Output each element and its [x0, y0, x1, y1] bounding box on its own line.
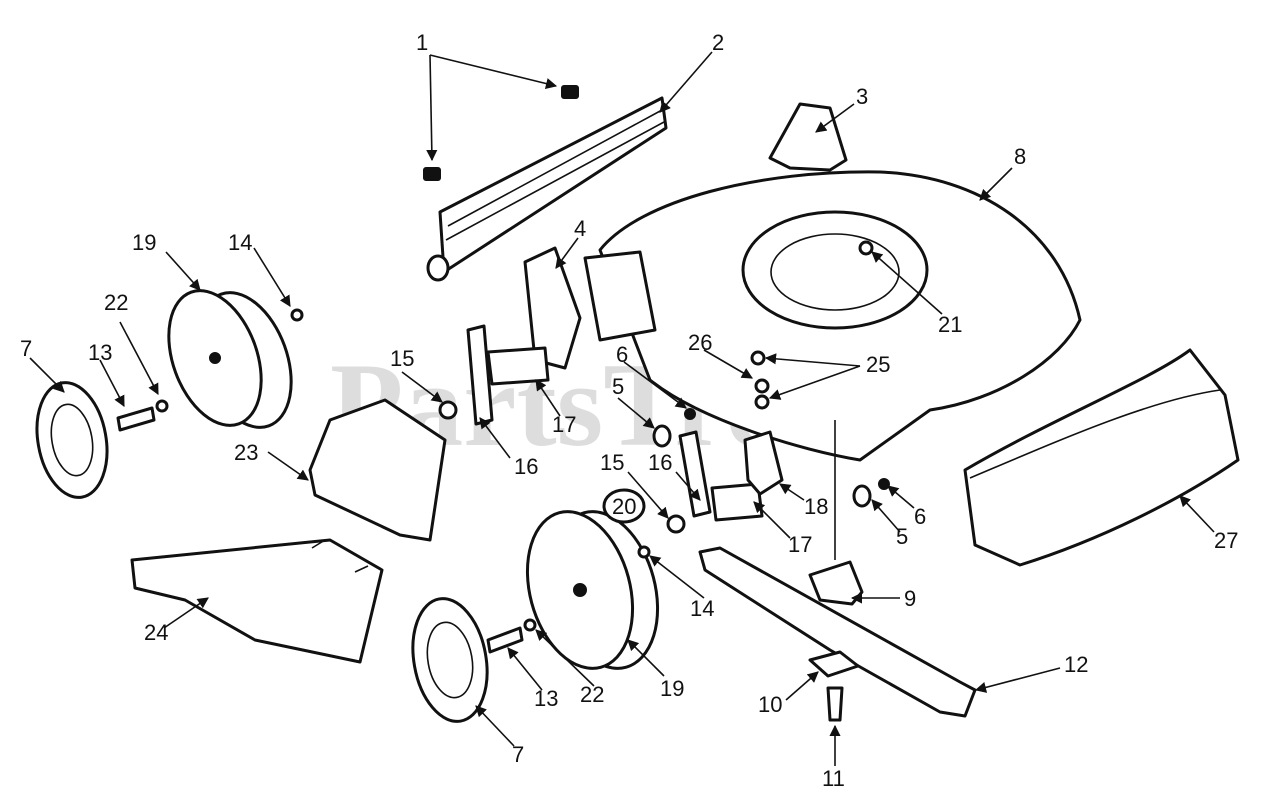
- callout-9: 9: [904, 586, 916, 611]
- callout-17-front: 17: [788, 532, 812, 557]
- part-bolts-25-26: [750, 350, 770, 410]
- callout-7-front: 7: [512, 742, 524, 767]
- callout-20: 20: [612, 494, 636, 519]
- callout-25: 25: [866, 352, 890, 377]
- part-deck-housing: [583, 170, 1082, 462]
- part-washer-front: [637, 545, 651, 559]
- callout-13-front: 13: [534, 686, 558, 711]
- callout-3: 3: [856, 84, 868, 109]
- part-item-20-circle: [602, 488, 646, 524]
- part-rear-rail: [426, 96, 668, 282]
- callout-11: 11: [822, 766, 845, 791]
- part-hubcap-rear: [35, 381, 109, 499]
- part-axle-bolts: [116, 399, 537, 654]
- callout-5-upper: 5: [612, 374, 624, 399]
- part-blade: [698, 546, 977, 718]
- callout-8: 8: [1014, 144, 1026, 169]
- callout-16-rear: 16: [514, 454, 538, 479]
- callout-22-front: 22: [580, 682, 604, 707]
- callout-4: 4: [574, 216, 586, 241]
- callout-13-rear: 13: [88, 340, 112, 365]
- callout-16-front: 16: [648, 450, 672, 475]
- part-stud: [858, 240, 874, 256]
- callout-14-rear: 14: [228, 230, 252, 255]
- callout-12: 12: [1064, 652, 1088, 677]
- callout-2: 2: [712, 30, 724, 55]
- part-front-trim: [963, 348, 1240, 567]
- callout-7-rear: 7: [20, 336, 32, 361]
- callout-18: 18: [804, 494, 828, 519]
- callout-24: 24: [144, 620, 168, 645]
- part-washer-rear: [290, 308, 304, 322]
- part-discharge-chute: [308, 398, 447, 542]
- callout-26: 26: [688, 330, 712, 355]
- part-front-wheel: [525, 510, 660, 670]
- part-rear-shield: [130, 538, 384, 664]
- part-clips: [423, 85, 579, 181]
- callout-19-front: 19: [660, 676, 684, 701]
- part-handle-bracket: [768, 102, 848, 172]
- callout-17-rear: 17: [552, 412, 576, 437]
- callout-6-upper: 6: [616, 342, 628, 367]
- callout-1: 1: [416, 30, 428, 55]
- leader-lines: [29, 51, 1215, 766]
- part-blade-retainer: [808, 650, 860, 678]
- callout-15-front: 15: [600, 450, 624, 475]
- part-blade-bolt: [826, 686, 844, 722]
- part-height-adjuster-front: [666, 430, 764, 534]
- part-hubcap-front: [411, 597, 489, 723]
- callout-23: 23: [234, 440, 258, 465]
- callout-22-rear: 22: [104, 290, 128, 315]
- callout-21: 21: [938, 312, 962, 337]
- callout-6-lower: 6: [914, 504, 926, 529]
- callout-27: 27: [1214, 528, 1238, 553]
- callout-10: 10: [758, 692, 782, 717]
- callout-14-front: 14: [690, 596, 714, 621]
- callout-labels: 1 2 3 4 8 21 26 25 6 5 19 14 22 13 7 15 …: [20, 30, 1238, 791]
- part-rear-wheel: [167, 289, 293, 429]
- callout-5-lower: 5: [896, 524, 908, 549]
- callout-19-rear: 19: [132, 230, 156, 255]
- part-washers-nuts: [652, 408, 890, 508]
- callout-15-rear: 15: [390, 346, 414, 371]
- part-front-bracket: [743, 430, 784, 496]
- part-height-adjuster-rear: [438, 324, 550, 426]
- part-bracket-4: [523, 246, 582, 370]
